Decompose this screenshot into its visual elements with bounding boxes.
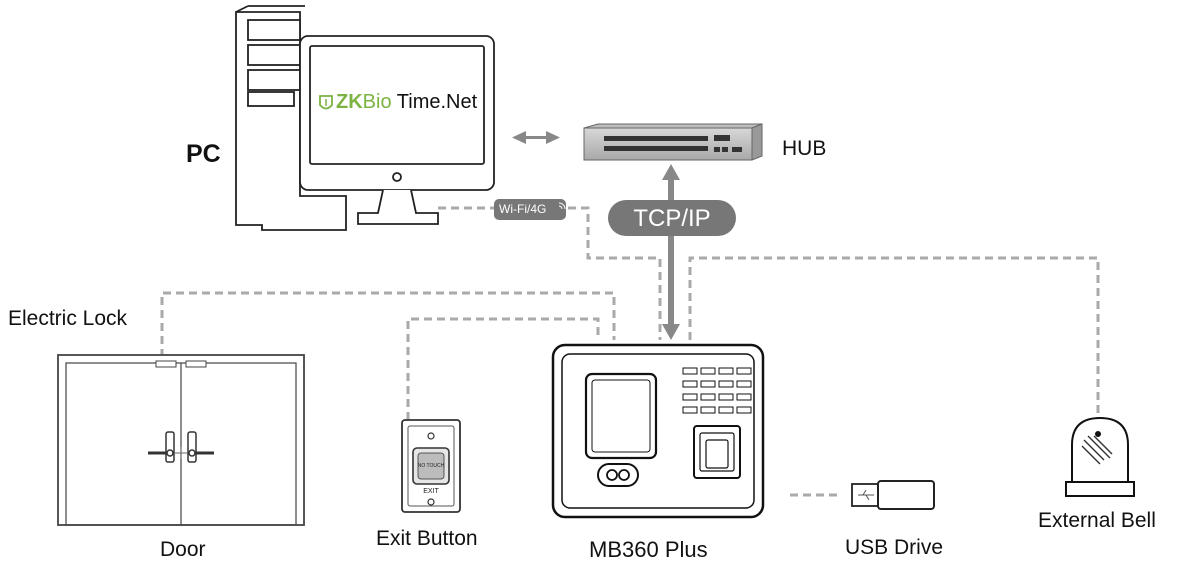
exit-button-wire — [406, 317, 600, 420]
external-bell-label: External Bell — [1038, 509, 1156, 532]
tcpip-label: TCP/IP — [633, 205, 711, 232]
tcpip-arrow — [662, 164, 680, 340]
device-screen — [584, 372, 658, 460]
wifi-signal-icon — [558, 202, 566, 210]
external-bell — [1065, 416, 1135, 497]
dashed-connections — [160, 206, 1100, 497]
wifi-badge — [494, 199, 566, 220]
hub-label: HUB — [782, 137, 827, 160]
bell-wire — [688, 256, 1100, 418]
exit-text: EXIT — [423, 488, 439, 495]
exit-button-label: Exit Button — [376, 527, 478, 550]
door — [57, 354, 305, 526]
wifi-link-to-device — [568, 206, 662, 340]
door-handle-left — [148, 431, 175, 463]
device-label: MB360 Plus — [589, 537, 708, 562]
door-handle-right — [187, 431, 214, 463]
exit-button-device — [401, 419, 461, 513]
mb360-device — [551, 343, 765, 519]
lock-plate — [155, 360, 177, 368]
software-brand-zk: ZK — [336, 91, 363, 113]
hub-ports — [604, 135, 742, 152]
shield-logo-icon — [319, 95, 333, 110]
tcpip-badge — [608, 200, 736, 236]
exit-no-touch-text: NO TOUCH — [417, 463, 445, 469]
bell-grille — [1081, 435, 1113, 465]
monitor — [299, 35, 495, 225]
pc-hub-arrow — [512, 131, 560, 144]
software-brand-rest: Time.Net — [391, 91, 478, 113]
door-crosshair — [175, 447, 187, 459]
software-logo: ZKBio Time.Net — [336, 91, 477, 114]
usb-drive-label: USB Drive — [845, 536, 944, 559]
hub-switch — [583, 123, 763, 161]
wifi-label: Wi-Fi/4G — [499, 202, 547, 216]
pc-label: PC — [186, 140, 221, 168]
device-keypad — [682, 367, 752, 414]
electric-lock-label: Electric Lock — [8, 307, 128, 330]
software-brand-bio: Bio — [362, 91, 392, 113]
camera-lens-icon — [597, 463, 639, 487]
door-label: Door — [160, 538, 206, 561]
usb-symbol-icon — [858, 489, 874, 501]
lock-plate — [185, 360, 207, 368]
usb-drive — [851, 480, 935, 510]
electric-lock-wire — [160, 291, 616, 357]
fingerprint-sensor-icon — [693, 425, 741, 479]
